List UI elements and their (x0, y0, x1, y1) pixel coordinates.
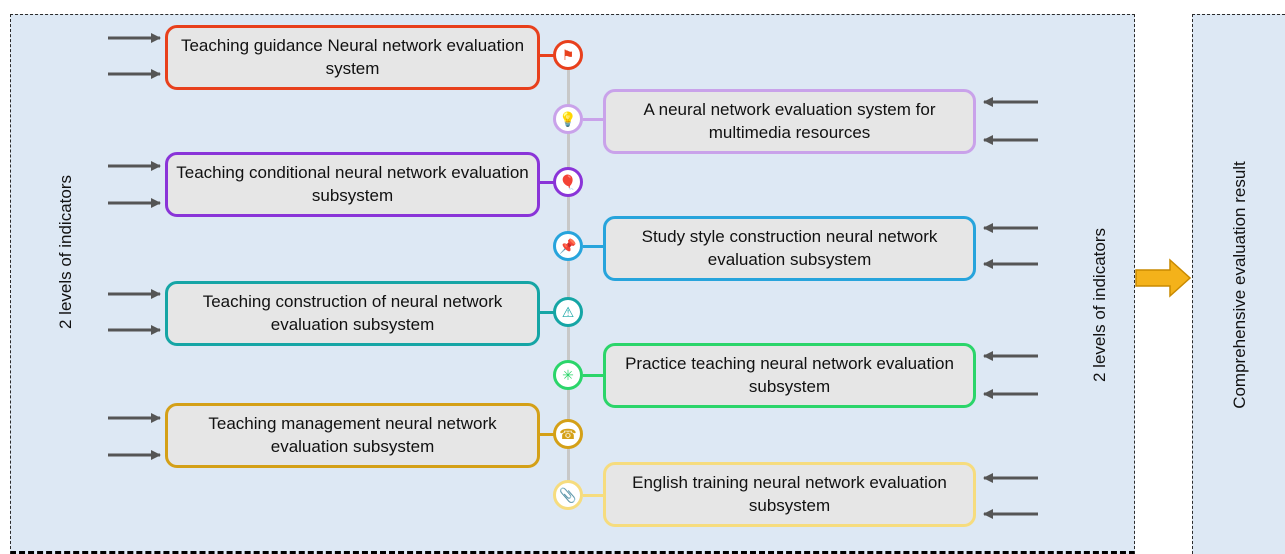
connector (538, 181, 556, 184)
result-panel (1192, 14, 1285, 554)
paperclip-icon: 📎 (553, 480, 583, 510)
connector (538, 311, 556, 314)
connector (538, 433, 556, 436)
subsystem-box-multimedia-resources: A neural network evaluation system for m… (603, 89, 976, 154)
phone-icon: ☎ (553, 419, 583, 449)
subsystem-box-teaching-guidance: Teaching guidance Neural network evaluat… (165, 25, 540, 90)
subsystem-box-practice-teaching: Practice teaching neural network evaluat… (603, 343, 976, 408)
balloons-icon: 🎈 (553, 167, 583, 197)
connector (583, 245, 605, 248)
subsystem-label: Study style construction neural network … (641, 226, 938, 269)
subsystem-label: English training neural network evaluati… (632, 472, 947, 515)
subsystem-label: Teaching construction of neural network … (202, 291, 503, 334)
subsystem-box-study-style: Study style construction neural network … (603, 216, 976, 281)
connector (583, 118, 605, 121)
subsystem-label: Teaching conditional neural network eval… (176, 162, 529, 205)
lightbulb-icon: 💡 (553, 104, 583, 134)
warning-icon: ⚠ (553, 297, 583, 327)
output-arrow (1135, 258, 1192, 298)
subsystem-box-teaching-conditional: Teaching conditional neural network eval… (165, 152, 540, 217)
timeline-spine (567, 50, 570, 495)
connector (538, 54, 556, 57)
subsystem-box-teaching-construction: Teaching construction of neural network … (165, 281, 540, 346)
flag-icon: ⚑ (553, 40, 583, 70)
subsystem-box-english-training: English training neural network evaluati… (603, 462, 976, 527)
subsystem-label: Practice teaching neural network evaluat… (625, 353, 954, 396)
subsystem-box-teaching-management: Teaching management neural network evalu… (165, 403, 540, 468)
subsystem-label: A neural network evaluation system for m… (643, 99, 936, 142)
connector (583, 494, 605, 497)
pushpin-icon: 📌 (553, 231, 583, 261)
subsystem-label: Teaching guidance Neural network evaluat… (180, 35, 525, 78)
network-icon: ✳ (553, 360, 583, 390)
connector (583, 374, 605, 377)
arrow-layer (108, 33, 1192, 519)
subsystem-label: Teaching management neural network evalu… (208, 413, 497, 456)
